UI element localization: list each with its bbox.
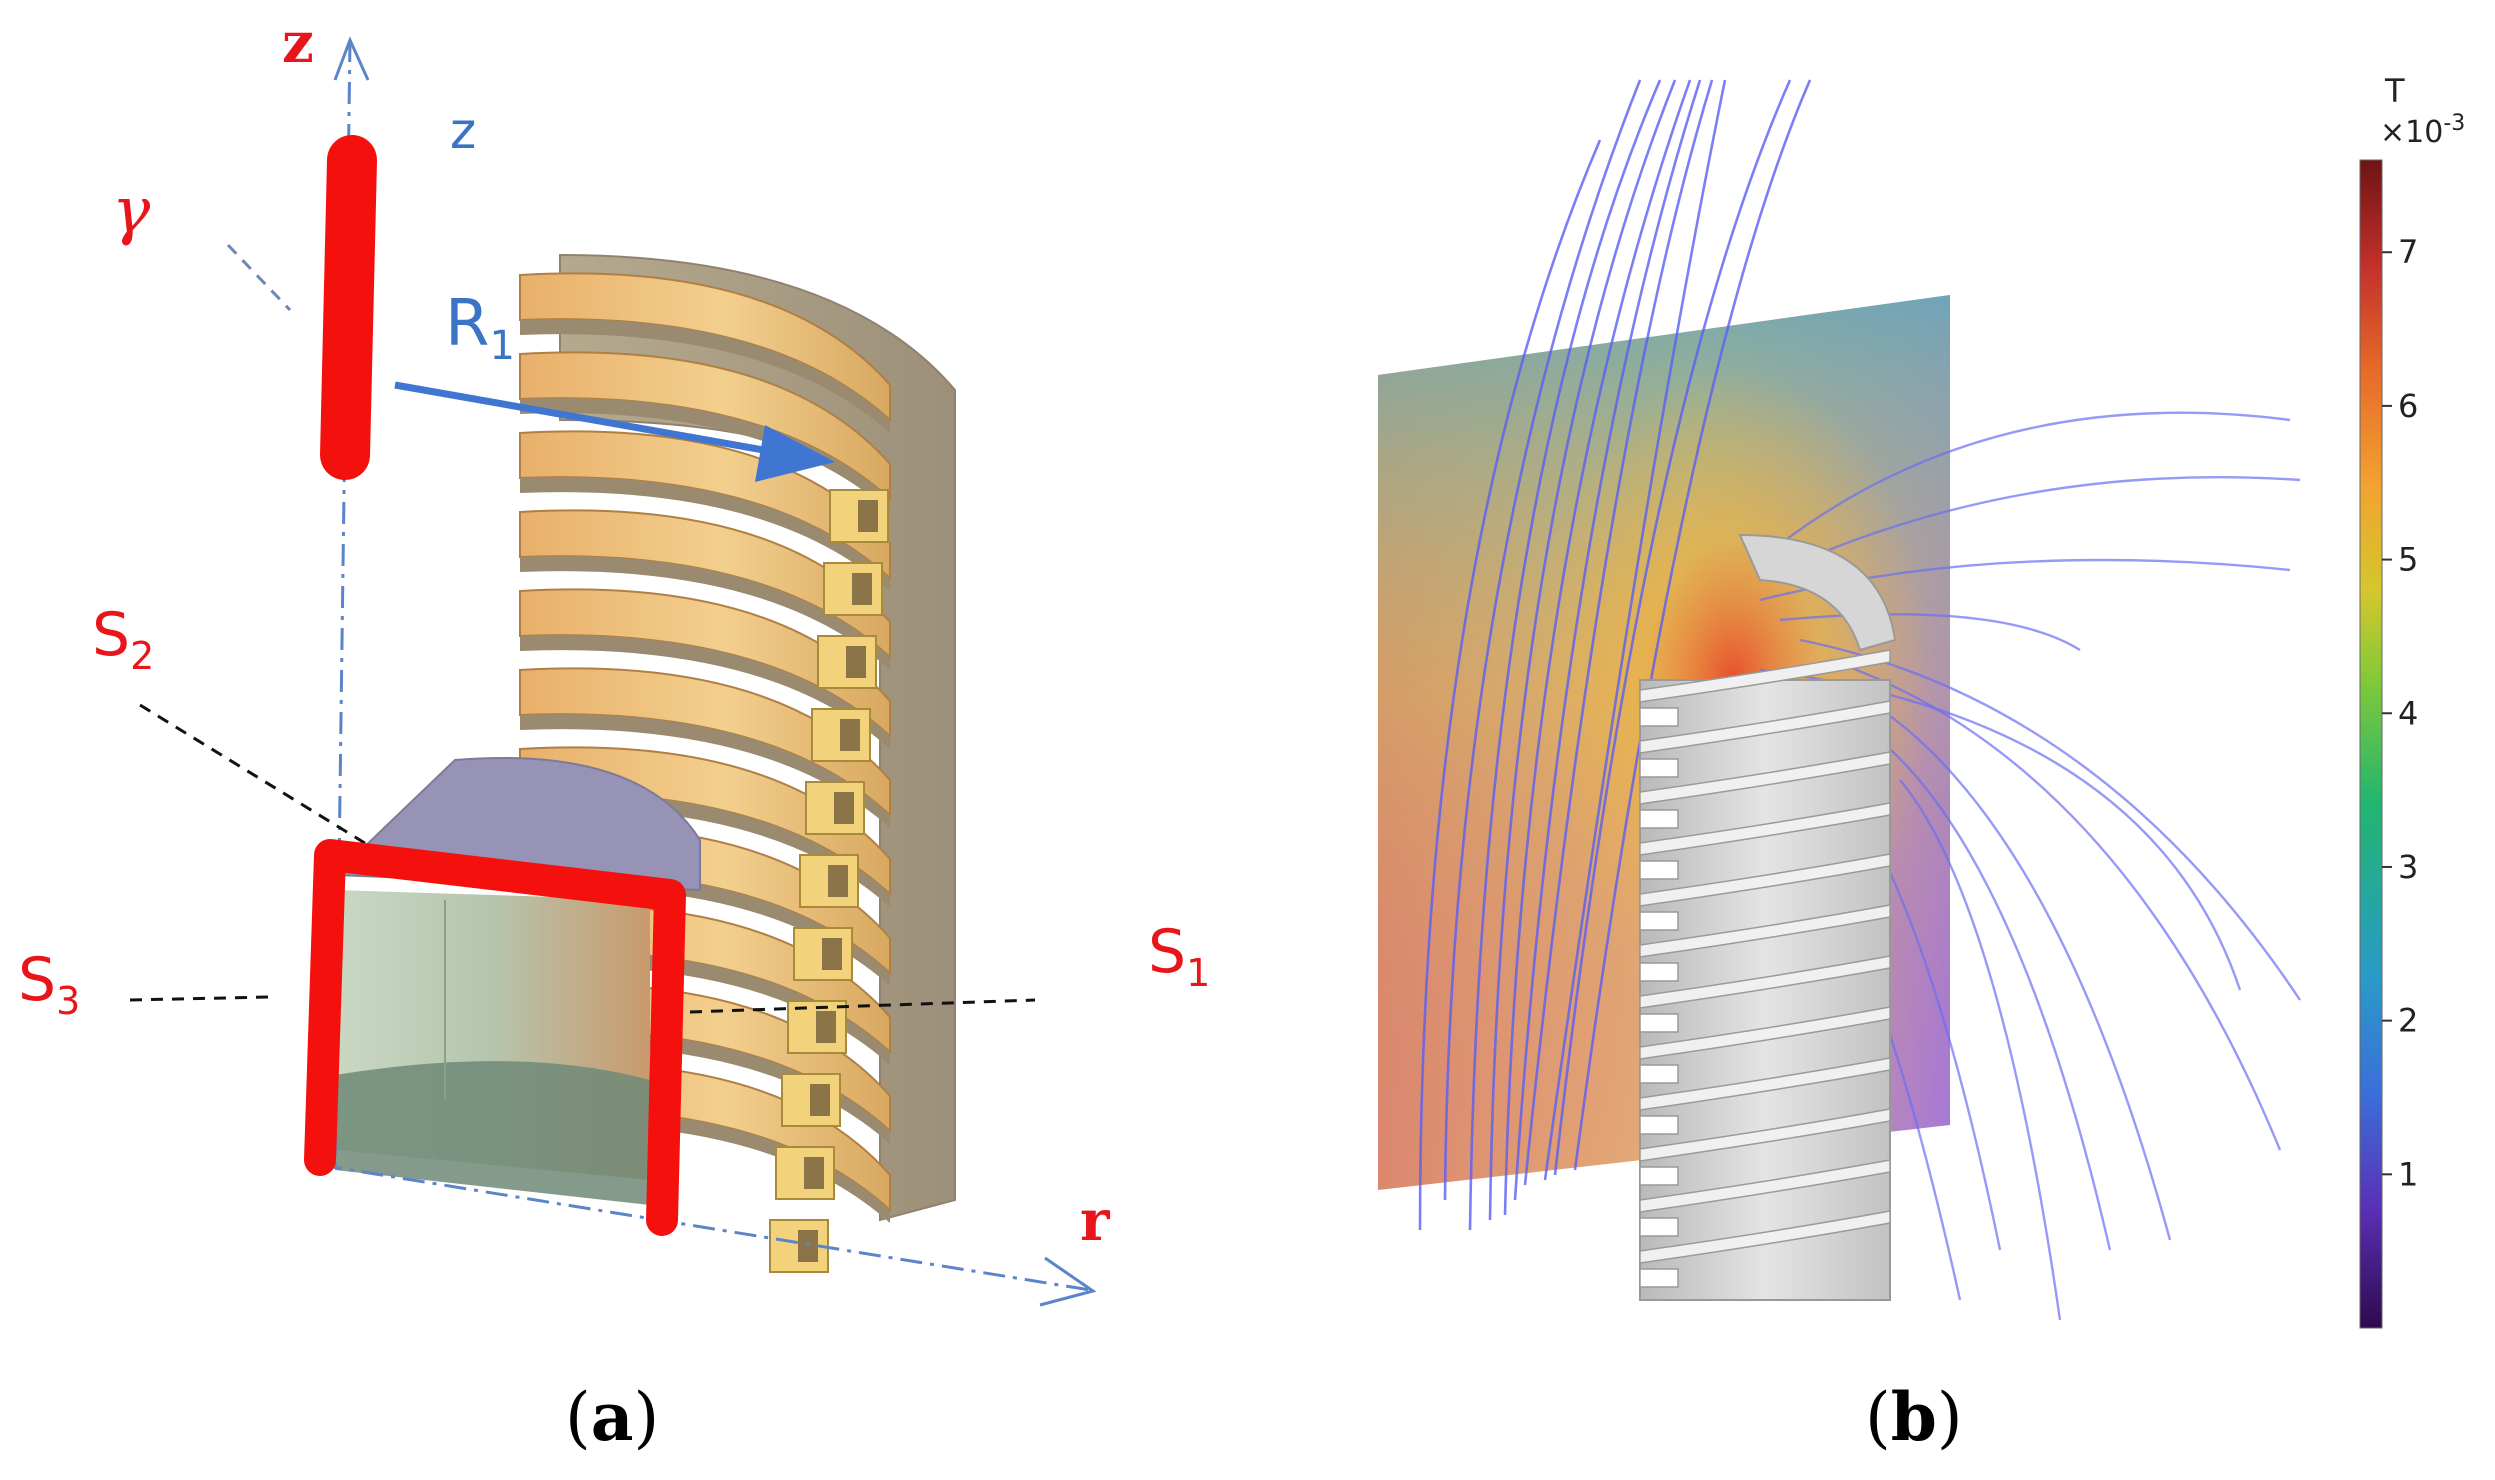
coil-slot: [1639, 707, 1679, 727]
integration-contour: [304, 839, 686, 1236]
r-axis: [319, 1163, 1097, 1307]
coil-outer-wall: [559, 253, 956, 1222]
coil-slot: [1639, 962, 1679, 982]
label-z-blue: z: [450, 102, 476, 160]
field-line: [1759, 475, 2301, 582]
field-line: [1829, 658, 2282, 1151]
field-line: [1418, 139, 1602, 1231]
coil-turn: [1639, 1057, 1891, 1111]
colorbar-scale: ×10-3: [2380, 111, 2465, 150]
coil-slot: [1639, 758, 1679, 778]
label-r1: R1: [445, 287, 515, 369]
gamma-dashed-line: [226, 243, 292, 312]
field-line: [1779, 613, 2081, 652]
coil-turns: [1639, 649, 1891, 1288]
coil-turn: [1639, 649, 1891, 703]
coil-slot: [1639, 1166, 1679, 1186]
colorbar-tick-label: 2: [2398, 1002, 2418, 1040]
coil-turn: [1639, 1159, 1891, 1213]
coil-ring-gap: [520, 714, 890, 828]
coil-block-hole: [840, 719, 860, 751]
coil-ring-gap: [520, 556, 890, 670]
panel-a: z z γ R1 S2 S3 S1 r (a): [18, 10, 1210, 1456]
cross-section-box: [332, 756, 701, 1205]
coil-cross-section-blocks: [769, 489, 889, 1273]
coil-block-hole: [798, 1230, 818, 1262]
coil-slot: [1639, 1115, 1679, 1135]
colorbar-tick-label: 6: [2398, 387, 2418, 425]
field-line: [1543, 79, 1727, 1181]
field-line: [1879, 739, 2112, 1251]
field-line: [1503, 79, 1692, 1216]
coil-block-hole: [816, 1011, 836, 1043]
coil-turn: [1639, 955, 1891, 1009]
coil-slot: [1639, 1013, 1679, 1033]
coil-block-hole: [834, 792, 854, 824]
colorbar-gradient: [2359, 159, 2383, 1329]
label-r: r: [1080, 1188, 1111, 1254]
label-s1: S1: [1148, 917, 1210, 995]
caption-b: (b): [1865, 1378, 1963, 1456]
field-line: [1759, 411, 2291, 561]
coil-turn: [1639, 904, 1891, 958]
s1-dashed-line: [689, 998, 1036, 1014]
panel-b: T ×10-3 1 2 3 4 5 6 7 (b): [1378, 72, 2465, 1456]
field-line: [1553, 79, 1792, 1176]
coil-slot: [1639, 860, 1679, 880]
cross-section-floor: [335, 1061, 650, 1205]
colorbar-tick-label: 1: [2398, 1155, 2418, 1193]
field-line: [1849, 688, 2172, 1241]
colorbar: T ×10-3 1 2 3 4 5 6 7: [2359, 72, 2465, 1329]
gamma-source-bar: [320, 135, 377, 480]
colorbar-tick-label: 3: [2398, 848, 2418, 886]
coil-slot: [1639, 809, 1679, 829]
coil-turn: [1639, 802, 1891, 856]
coil-ring-gap: [520, 635, 890, 749]
coil-turn: [1639, 1210, 1891, 1264]
coil-block-hole: [804, 1157, 824, 1189]
colorbar-tick-label: 7: [2398, 233, 2418, 271]
r1-arrow: [394, 381, 835, 482]
coil-block-hole: [828, 865, 848, 897]
coil-slot: [1639, 911, 1679, 931]
coil-block-hole: [810, 1084, 830, 1116]
coil-turn: [1639, 1006, 1891, 1060]
label-z-red: z: [282, 10, 314, 76]
coil-turn: [1639, 751, 1891, 805]
caption-a: (a): [565, 1378, 659, 1456]
field-line: [1513, 79, 1702, 1201]
label-gamma: γ: [112, 174, 151, 248]
colorbar-unit: T: [2384, 72, 2405, 110]
coil-slot: [1639, 1217, 1679, 1237]
colorbar-tick-label: 4: [2398, 694, 2418, 732]
colorbar-tick-label: 5: [2398, 541, 2418, 579]
coil-turn: [1639, 853, 1891, 907]
coil-top-arc: [1738, 533, 1897, 652]
coil-block-hole: [846, 646, 866, 678]
coil-block: [805, 781, 865, 835]
field-line: [1573, 79, 1812, 1171]
field-line: [1468, 79, 1662, 1231]
coil-block-hole: [858, 500, 878, 532]
field-line: [1899, 779, 2062, 1321]
coil-ring-gap: [520, 319, 890, 433]
label-s2: S2: [92, 600, 154, 678]
coil-block-hole: [852, 573, 872, 605]
coil-block-hole: [822, 938, 842, 970]
s3-dashed-line: [129, 995, 271, 1002]
field-line: [1488, 79, 1677, 1221]
coil-turn: [1639, 1108, 1891, 1162]
coil-slot: [1639, 1064, 1679, 1084]
coil-slot: [1639, 1268, 1679, 1288]
coil-ring-gap: [520, 477, 890, 591]
label-s3: S3: [18, 945, 80, 1023]
helical-coil: [1639, 533, 1897, 1301]
field-line: [1443, 79, 1642, 1201]
colorbar-ticks: 1 2 3 4 5 6 7: [2382, 233, 2418, 1193]
coil-turn: [1639, 700, 1891, 754]
field-line: [1523, 79, 1714, 1186]
